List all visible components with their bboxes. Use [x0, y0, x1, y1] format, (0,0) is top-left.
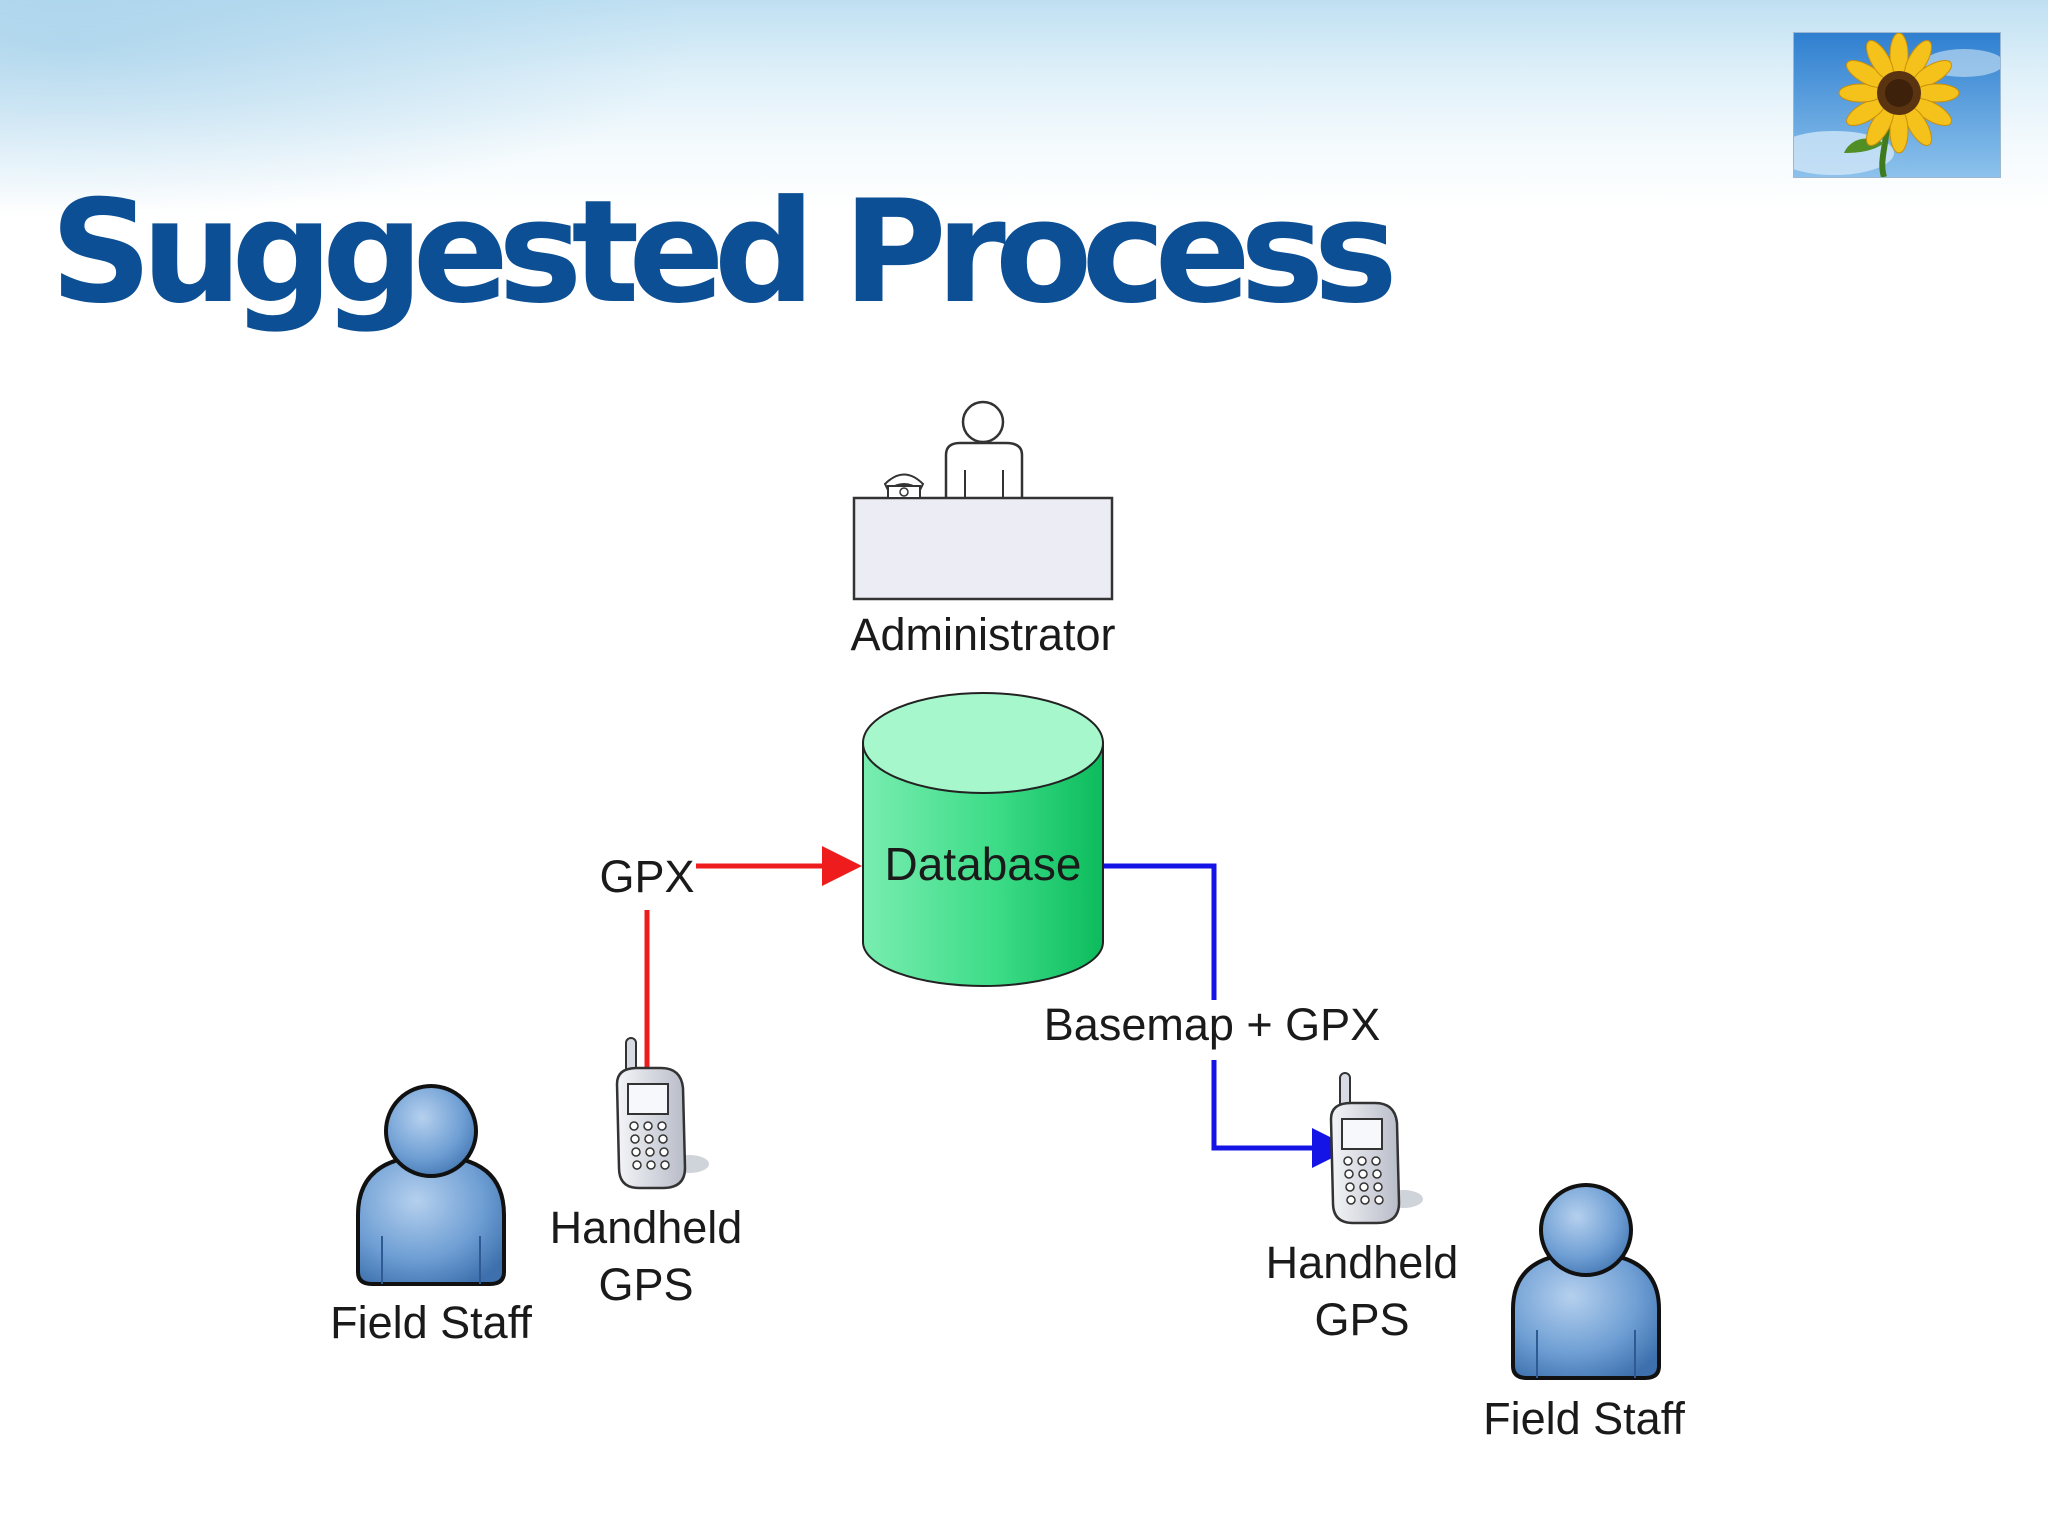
person-icon	[1511, 1183, 1661, 1380]
download-flow-arrow	[1104, 863, 1352, 1168]
person-icon	[356, 1084, 506, 1286]
left-gps-label-line1: Handheld	[550, 1202, 743, 1253]
sunflower-icon	[1793, 32, 2001, 178]
upload-flow-label: GPX	[599, 851, 694, 902]
header-cloud	[0, 0, 700, 220]
left-gps-label-line2: GPS	[598, 1259, 693, 1310]
page-title: Suggested Process	[50, 170, 1398, 335]
right-staff-label: Field Staff	[1483, 1393, 1685, 1444]
handheld-gps-icon	[615, 1037, 709, 1190]
database-label: Database	[885, 838, 1082, 890]
download-flow-label: Basemap + GPX	[1044, 999, 1380, 1050]
handheld-gps-icon	[1329, 1072, 1423, 1225]
desk-clerk-icon	[852, 400, 1114, 601]
left-staff-label: Field Staff	[330, 1297, 532, 1348]
cylinder-database-icon	[862, 692, 1104, 987]
right-gps-label-line2: GPS	[1314, 1294, 1409, 1345]
right-gps-label-line1: Handheld	[1266, 1237, 1459, 1288]
telephone-icon	[883, 473, 925, 499]
administrator-label: Administrator	[850, 609, 1115, 660]
